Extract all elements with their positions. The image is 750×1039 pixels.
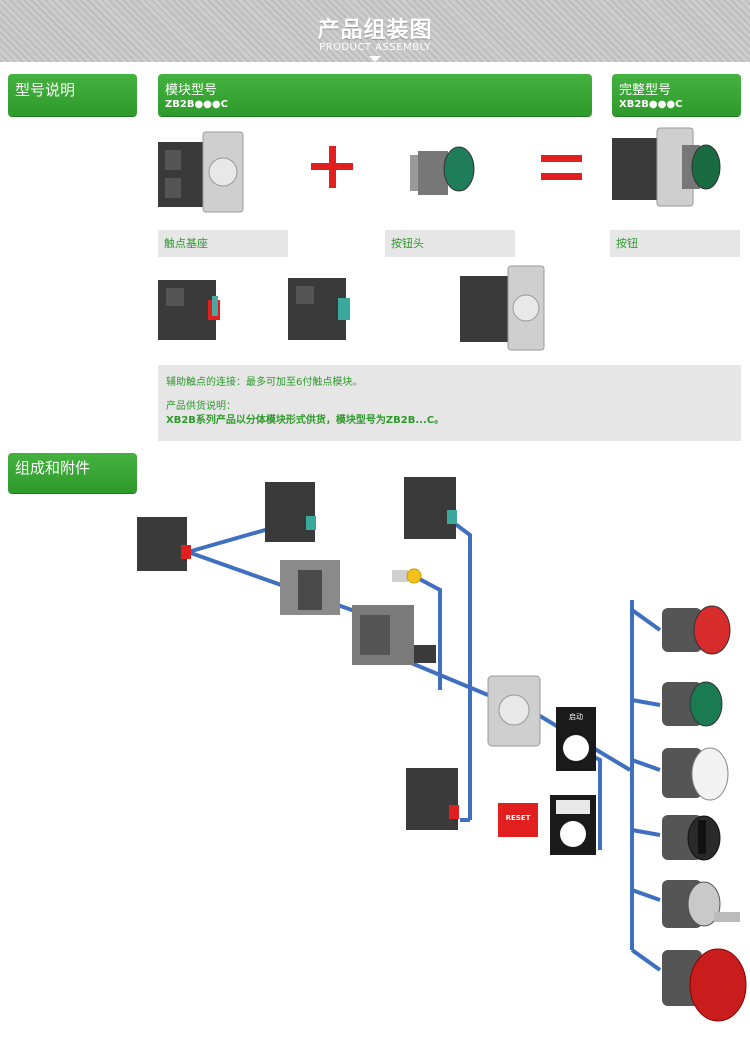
mounting-bracket-image xyxy=(280,560,340,615)
white-button-head-image xyxy=(662,747,729,801)
notes-panel: 辅助触点的连接：最多可加至6付触点模块。 产品供货说明： XB2B系列产品以分体… xyxy=(158,365,741,441)
contact-module-green-image xyxy=(288,278,350,340)
key-switch-image xyxy=(662,880,740,928)
page-subtitle: PRODUCT ASSEMBLY xyxy=(319,42,431,53)
emergency-stop-head-image xyxy=(662,948,747,1022)
note-line-2: 产品供货说明： xyxy=(166,401,236,412)
complete-title: 完整型号 xyxy=(619,83,672,98)
legend-plate-start-image xyxy=(556,707,596,771)
contact-block-upper-right-image xyxy=(404,477,457,539)
reset-label-text: RESET xyxy=(505,814,531,822)
complete-model-box: 完整型号 XB2B●●●C xyxy=(612,74,741,116)
page-header: 产品组装图 PRODUCT ASSEMBLY xyxy=(0,0,750,62)
equals-icon xyxy=(541,155,582,180)
module-model-box: 模块型号 ZB2B●●●C xyxy=(158,74,592,116)
selector-switch-image xyxy=(662,815,721,861)
label-button-head: 按钮头 xyxy=(385,230,515,257)
label-contact-base: 触点基座 xyxy=(158,230,288,257)
light-block-image xyxy=(352,605,436,665)
plus-icon xyxy=(311,146,353,188)
module-code: ZB2B●●●C xyxy=(165,99,228,110)
adapter-ring-image xyxy=(487,675,541,747)
complete-code: XB2B●●●C xyxy=(619,99,683,110)
label-button: 按钮 xyxy=(610,230,740,257)
contact-base-image xyxy=(158,131,244,213)
base-with-adapter-image xyxy=(460,265,545,351)
legend-plate-blank-image xyxy=(550,795,596,855)
green-button-head-image xyxy=(662,681,723,727)
note-line-1: 辅助触点的连接：最多可加至6付触点模块。 xyxy=(166,377,363,388)
lamp-bulb-image xyxy=(392,568,422,584)
reset-label-image xyxy=(498,803,538,837)
contact-block-top-image xyxy=(265,482,316,542)
section-model-desc: 型号说明 xyxy=(8,74,137,116)
note-line-3: XB2B系列产品以分体模块形式供货，模块型号为ZB2B...C。 xyxy=(166,415,445,426)
button-head-image xyxy=(410,146,475,195)
page-title: 产品组装图 xyxy=(317,18,433,43)
contact-block-bottom-image xyxy=(406,768,459,830)
section-title: 组成和附件 xyxy=(15,459,91,477)
chevron-down-icon xyxy=(369,56,381,62)
section-title: 型号说明 xyxy=(15,81,76,99)
contact-block-left-image xyxy=(137,517,191,571)
section-composition: 组成和附件 xyxy=(8,453,137,493)
module-title: 模块型号 xyxy=(165,83,218,98)
red-button-head-image xyxy=(662,605,731,655)
contact-module-red-image xyxy=(158,280,220,340)
legend-plate-start-text: 启动 xyxy=(569,713,583,721)
complete-button-image xyxy=(612,127,721,207)
